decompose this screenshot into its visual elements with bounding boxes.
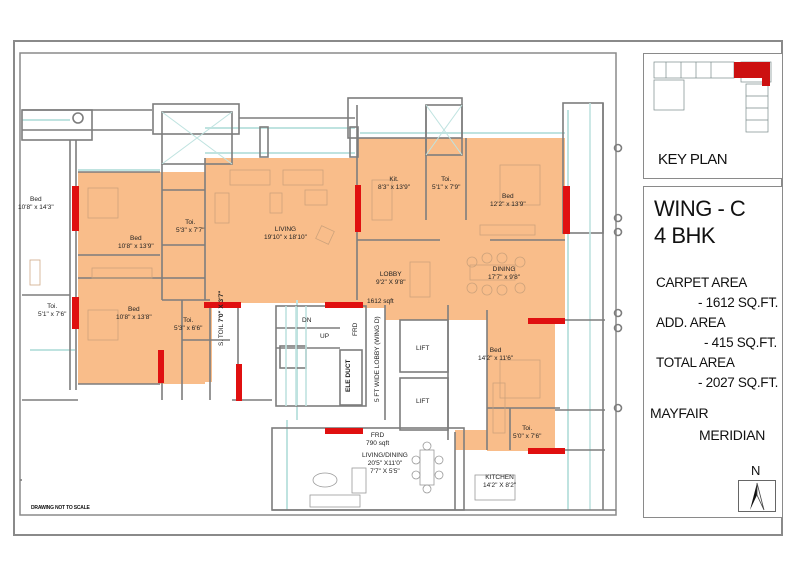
wing-label: WING - C	[654, 196, 746, 221]
label-stair-dn: DN	[302, 317, 312, 324]
room-label-toilet-1: Toi.5'3" x 7'7"	[176, 219, 205, 234]
scale-note: DRAWING NOT TO SCALE	[31, 505, 90, 511]
total-area-label: TOTAL AREA	[656, 355, 735, 370]
room-label-servant-toilet: S. TOIL 7'0" X 3'7"	[218, 290, 225, 346]
project-name-line1: MAYFAIR	[650, 405, 709, 421]
floor-plan-drawing	[19, 52, 623, 516]
room-label-toilet-4: Toi.5'0" x 7'6"	[513, 425, 542, 440]
key-plan-panel: KEY PLAN	[643, 53, 783, 179]
label-wide-lobby: 5 FT WIDE LOBBY (WING D)	[374, 316, 381, 402]
room-label-toilet-outer: Toi.5'1" x 7'6"	[38, 303, 67, 318]
north-arrow-icon	[738, 480, 776, 512]
project-panel	[643, 402, 783, 518]
label-frd-1: FRD	[352, 322, 359, 336]
label-ele-duct: ELE DUCT	[345, 359, 352, 393]
unit-area-note: 1612 sqft	[367, 298, 394, 305]
room-label-kitchen-main: Kit.8'3" x 13'9"	[378, 176, 411, 191]
label-lift-1: LIFT	[416, 345, 430, 352]
add-area-label: ADD. AREA	[656, 315, 726, 330]
north-label: N	[751, 463, 761, 478]
unit-info-panel: WING - C 4 BHK CARPET AREA - 1612 SQ.FT.…	[643, 186, 783, 404]
carpet-area-value: - 1612 SQ.FT.	[698, 295, 779, 310]
bhk-label: 4 BHK	[654, 223, 716, 248]
label-stair-up: UP	[320, 333, 330, 340]
carpet-area-label: CARPET AREA	[656, 275, 747, 290]
add-area-value: - 415 SQ.FT.	[704, 335, 777, 350]
key-plan-label: KEY PLAN	[658, 151, 728, 168]
room-label-toilet-3: Toi.5'3" x 6'6"	[174, 317, 203, 332]
room-label-toilet-2: Toi.5'1" x 7'9"	[432, 176, 461, 191]
door-markers	[72, 185, 570, 454]
project-name-line2: MERIDIAN	[699, 427, 766, 443]
label-lift-2: LIFT	[416, 398, 430, 405]
key-plan-thumbnail	[653, 61, 772, 133]
total-area-value: - 2027 SQ.FT.	[698, 375, 779, 390]
